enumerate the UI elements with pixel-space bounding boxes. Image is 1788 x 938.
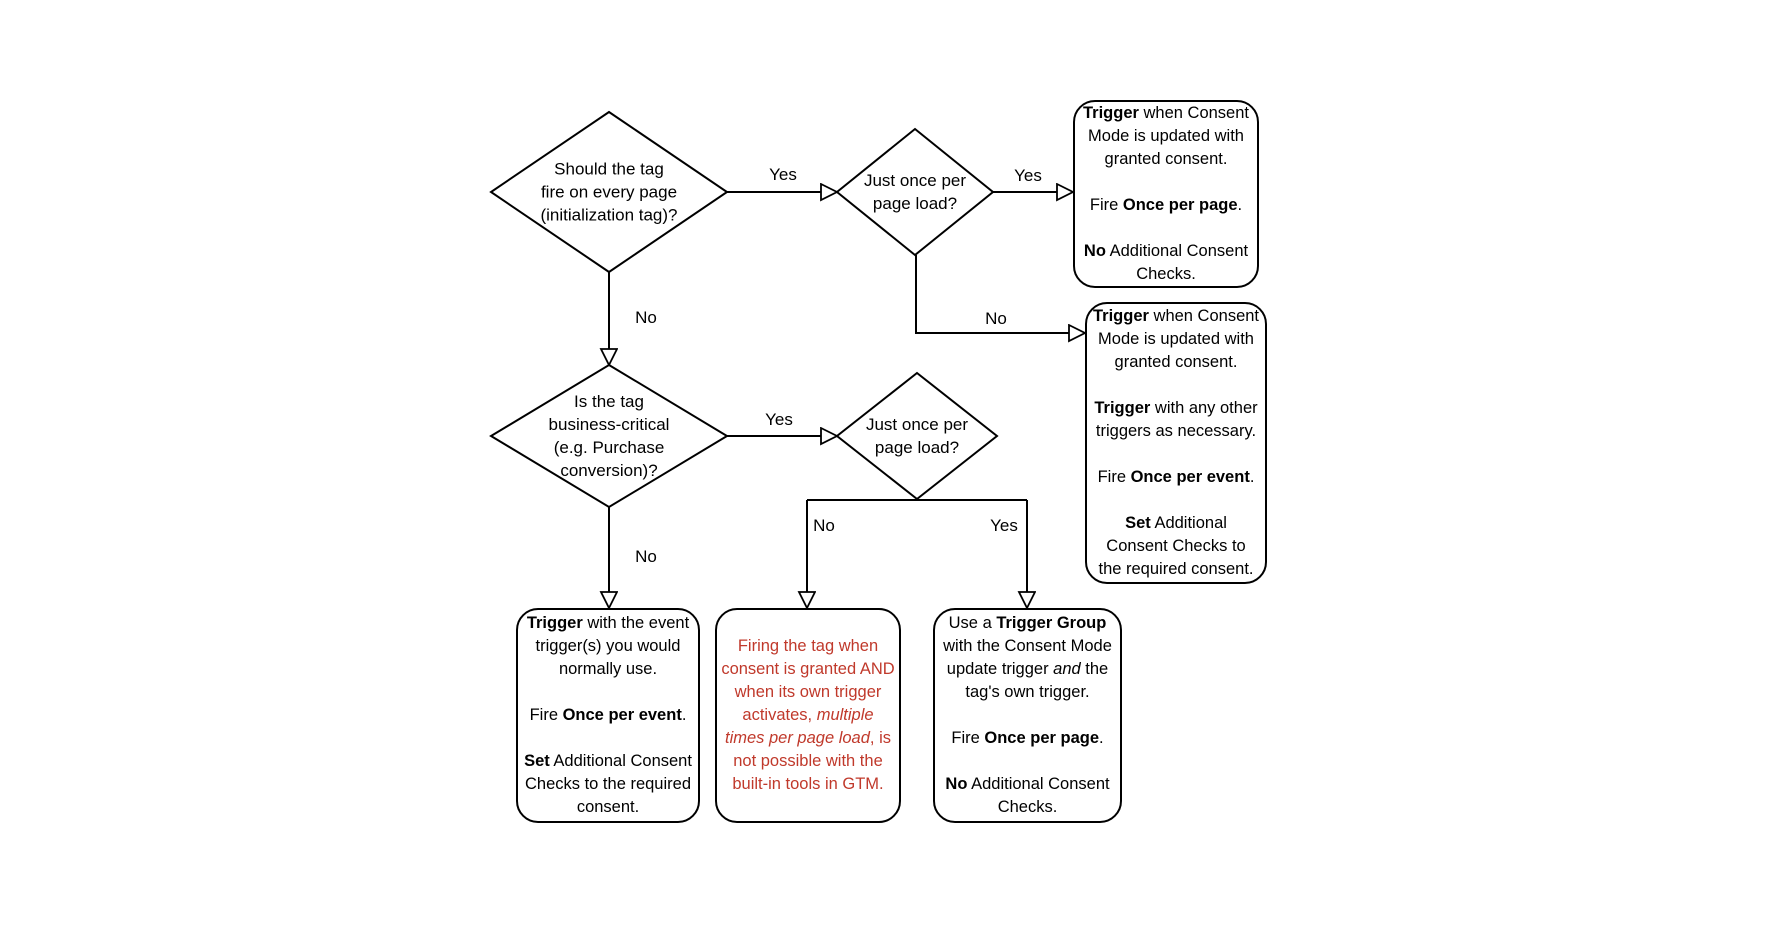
decision-line: Is the tag	[574, 392, 644, 411]
box-paragraph: Trigger with any other triggers as neces…	[1093, 397, 1259, 443]
decision-once-per-page-top-label: Just once per page load?	[864, 169, 966, 215]
text-segment: Use a	[948, 614, 997, 632]
decision-init-tag-shape	[489, 110, 729, 274]
text-segment: with the Consent Mode update trigger	[943, 637, 1112, 678]
text-segment: Fire	[1089, 196, 1123, 214]
text-segment: Additional Consent Checks.	[1105, 242, 1249, 283]
box-paragraph: Fire Once per page.	[1081, 194, 1251, 217]
text-segment: with any other triggers as necessary.	[1095, 399, 1258, 440]
text-segment: Fire	[951, 729, 985, 747]
box-paragraph: Trigger when Consent Mode is updated wit…	[1081, 102, 1251, 171]
box-paragraph: Firing the tag when consent is granted A…	[721, 635, 895, 796]
text-segment: Fire	[1097, 468, 1131, 486]
text-segment: multiple times per page load	[724, 706, 874, 747]
box-paragraph: Set Additional Consent Checks to the req…	[524, 750, 692, 819]
edge-label-yes-d1-d2: Yes	[769, 165, 797, 184]
box-paragraph: Fire Once per event.	[524, 704, 692, 727]
decision-line: page load?	[874, 438, 960, 457]
decision-business-critical-shape	[489, 363, 729, 509]
text-segment: the tag's own trigger.	[965, 660, 1109, 701]
text-segment: and	[1053, 660, 1081, 678]
outcome-box-bottom-right: Use a Trigger Group with the Consent Mod…	[933, 608, 1122, 823]
outcome-box-bottom-middle-warning: Firing the tag when consent is granted A…	[715, 608, 901, 823]
text-segment: , is not possible with the built-in tool…	[732, 729, 892, 793]
edge-label-yes-d3-d4: Yes	[765, 410, 793, 429]
box-paragraph: No Additional Consent Checks.	[1081, 240, 1251, 286]
decision-line: Just once per	[863, 171, 967, 190]
text-segment: when Consent Mode is updated with grante…	[1088, 104, 1249, 168]
box-paragraph: No Additional Consent Checks.	[941, 773, 1114, 819]
box-paragraph: Trigger when Consent Mode is updated wit…	[1093, 305, 1259, 374]
edge-label-no-d4-bottommiddle: No	[813, 516, 835, 535]
decision-line: fire on every page	[540, 182, 678, 202]
edge-d2-to-right-middle	[915, 255, 1085, 333]
text-segment: Additional Consent Checks to the require…	[1098, 514, 1254, 578]
text-segment: .	[1249, 468, 1255, 486]
edge-label-no-d1-d3: No	[635, 308, 657, 327]
outcome-box-bottom-left: Trigger with the event trigger(s) you wo…	[516, 608, 700, 823]
text-segment: with the event trigger(s) you would norm…	[535, 614, 690, 678]
text-segment: Set	[524, 752, 550, 770]
edge-label-no-d2-rightmiddle: No	[985, 309, 1007, 328]
box-paragraph: Fire Once per page.	[941, 727, 1114, 750]
text-segment: Once per page	[1122, 196, 1238, 214]
decision-line: Should the tag	[554, 159, 664, 179]
box-paragraph: Trigger with the event trigger(s) you wo…	[524, 612, 692, 681]
text-segment: Additional Consent Checks.	[967, 775, 1110, 816]
text-segment: Fire	[529, 706, 563, 724]
edge-label-yes-d4-bottomright: Yes	[990, 516, 1018, 535]
decision-line: Just once per	[865, 415, 969, 434]
text-segment: Trigger Group	[996, 614, 1107, 632]
text-segment: Firing the tag when consent is granted A…	[721, 637, 895, 724]
text-segment: Additional Consent Checks to the require…	[524, 752, 692, 816]
text-segment: Trigger	[1094, 399, 1151, 417]
text-segment: Once per event	[1130, 468, 1250, 486]
text-segment: No	[1083, 242, 1106, 260]
outcome-box-top-right: Trigger when Consent Mode is updated wit…	[1073, 100, 1259, 288]
decision-line: business-critical	[548, 415, 670, 434]
box-paragraph: Set Additional Consent Checks to the req…	[1093, 512, 1259, 581]
text-segment: .	[1099, 729, 1104, 747]
decision-line: page load?	[872, 194, 958, 213]
text-segment: No	[945, 775, 968, 793]
text-segment: .	[681, 706, 687, 724]
decision-business-critical-label: Is the tag business-critical (e.g. Purch…	[549, 390, 670, 482]
text-segment: .	[1237, 196, 1243, 214]
decision-line: conversion)?	[560, 461, 658, 480]
box-paragraph: Fire Once per event.	[1093, 466, 1259, 489]
text-segment: Once per page	[984, 729, 1100, 747]
decision-once-per-page-top-shape	[835, 127, 995, 257]
edge-label-yes-d2-topright: Yes	[1014, 166, 1042, 185]
text-segment: when Consent Mode is updated with grante…	[1098, 307, 1260, 371]
box-paragraph: Use a Trigger Group with the Consent Mod…	[941, 612, 1114, 704]
decision-line: (e.g. Purchase	[553, 438, 665, 457]
text-segment: Trigger	[526, 614, 583, 632]
decision-once-per-page-bottom-label: Just once per page load?	[866, 413, 968, 459]
text-segment: Trigger	[1093, 307, 1149, 325]
decision-once-per-page-bottom-shape	[835, 371, 999, 501]
decision-line: (initialization tag)?	[540, 205, 678, 225]
decision-init-tag-label: Should the tag fire on every page (initi…	[540, 158, 677, 227]
text-segment: Once per event	[562, 706, 682, 724]
text-segment: Trigger	[1082, 104, 1139, 122]
edge-label-no-d3-bottomleft: No	[635, 547, 657, 566]
text-segment: Set	[1125, 514, 1151, 532]
outcome-box-right-middle: Trigger when Consent Mode is updated wit…	[1085, 302, 1267, 584]
